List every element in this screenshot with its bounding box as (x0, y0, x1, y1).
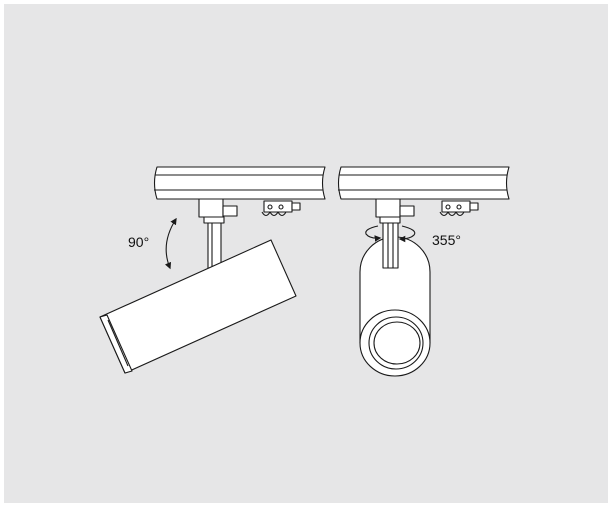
track-rail-left (153, 166, 326, 200)
spotlight-stem-left (203, 216, 225, 269)
track-adapter-right (375, 198, 479, 218)
track-adapter-left (198, 198, 301, 218)
tilt-angle-label: 90° (128, 234, 150, 250)
diagram-background (4, 4, 608, 503)
track-rail-right (337, 166, 510, 200)
rotation-arrow-icon (365, 225, 416, 243)
spotlight-body-tilted (99, 239, 297, 374)
spotlight-lens (359, 309, 431, 377)
tilt-view (99, 166, 326, 374)
spotlight-stem-right (379, 216, 401, 269)
rotate-view (337, 166, 510, 377)
rotation-angle-label: 355° (432, 232, 461, 248)
curved-arrow-icon (164, 217, 177, 270)
